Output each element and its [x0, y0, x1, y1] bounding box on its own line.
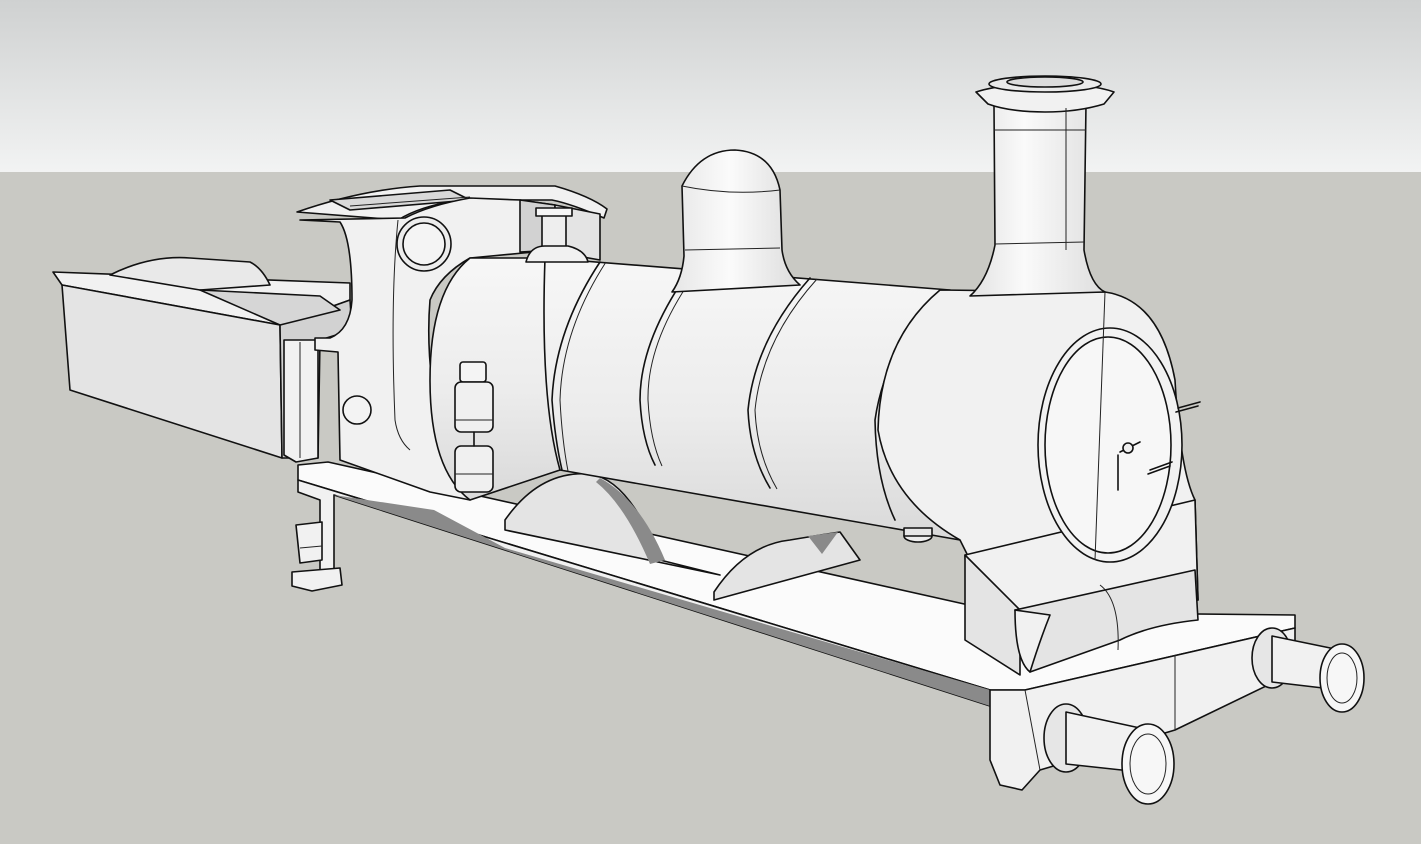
tender[interactable]: [52, 256, 353, 463]
steam-dome[interactable]: [671, 149, 801, 293]
smokebox-door-handle[interactable]: [1117, 401, 1201, 491]
buffers[interactable]: [1043, 627, 1365, 805]
sky: [0, 0, 1421, 172]
chimney[interactable]: [969, 75, 1115, 297]
splashers[interactable]: [504, 472, 861, 601]
safety-valve[interactable]: [525, 207, 589, 263]
buffer-left[interactable]: [1043, 703, 1175, 805]
boiler[interactable]: [429, 257, 1201, 676]
injector[interactable]: [454, 361, 494, 493]
cab[interactable]: [296, 185, 608, 501]
buffer-right[interactable]: [1251, 627, 1365, 713]
locomotive-model[interactable]: [52, 75, 1365, 805]
